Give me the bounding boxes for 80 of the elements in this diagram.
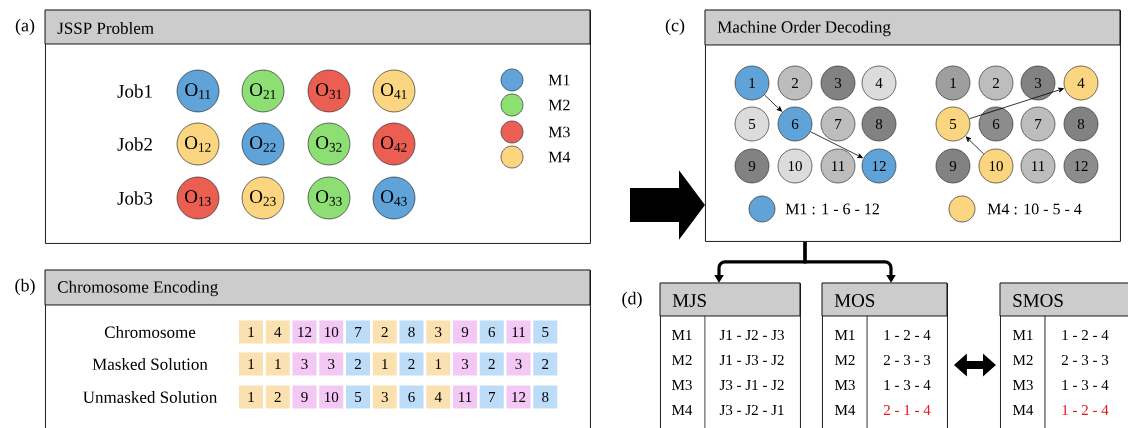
- gene-cell: 2: [372, 320, 397, 344]
- gene-cell: 5: [346, 385, 370, 409]
- table-entry: M2: [1013, 355, 1033, 365]
- gene-cell: 7: [346, 320, 370, 344]
- table-entry: M3: [672, 379, 692, 390]
- gene-cell: 7: [479, 385, 504, 409]
- arrow: [965, 136, 984, 155]
- gene-cell: 3: [453, 352, 477, 376]
- gene-cell: 6: [479, 320, 504, 344]
- gene-cell: 9: [292, 385, 317, 409]
- job-label: Job2: [117, 137, 152, 151]
- table-entry: M2: [835, 355, 855, 365]
- gene-cell: 4: [265, 320, 290, 344]
- table-entry: 1 - 2 - 4: [884, 330, 931, 340]
- table-entry: M2: [672, 355, 692, 365]
- gene-cell: 8: [533, 385, 558, 409]
- gene-cell: 12: [506, 385, 531, 409]
- panel-label: (c): [665, 18, 685, 36]
- table-entry: M3: [835, 379, 855, 390]
- table-entry: M4: [672, 405, 693, 415]
- gene-cell: 11: [453, 385, 477, 409]
- gene-cell: 5: [533, 320, 558, 344]
- gene-cell: 1: [239, 320, 263, 344]
- gene-cell: 2: [399, 352, 424, 376]
- gene-cell: 4: [426, 385, 451, 409]
- gene-cell: 3: [506, 352, 531, 376]
- gene-cell: 1: [265, 352, 290, 376]
- table-entry: 1 - 3 - 4: [884, 379, 931, 390]
- legend-label: M2: [548, 99, 570, 111]
- gene-cell: 1: [372, 352, 397, 376]
- gene-cell: 3: [319, 352, 344, 376]
- gene-cell: 2: [265, 385, 290, 409]
- table-entry: M3: [1013, 379, 1033, 390]
- legend-label: M1: [548, 74, 570, 86]
- legend-label: M4: [548, 151, 571, 163]
- gene-cell: 12: [292, 320, 317, 344]
- arrow: [969, 87, 1064, 120]
- table-entry: J3 - J2 - J1: [719, 404, 784, 415]
- gene-cell: 6: [399, 385, 424, 409]
- arrow: [810, 131, 863, 159]
- table-entry: J3 - J1 - J2: [719, 379, 784, 390]
- arrow: [764, 94, 783, 112]
- gene-cell: 2: [533, 352, 558, 376]
- legend-label: M1 : 1 - 6 - 12: [785, 203, 879, 215]
- row-label: Masked Solution: [92, 358, 208, 370]
- table-entry: 1 - 3 - 4: [1062, 379, 1109, 390]
- gene-cell: 1: [239, 352, 263, 376]
- table-entry: 2 - 1 - 4: [883, 405, 931, 415]
- gene-cell: 10: [319, 320, 344, 344]
- gene-cell: 3: [372, 385, 397, 409]
- job-label: Job1: [117, 84, 152, 98]
- table-entry: 2 - 3 - 3: [1061, 354, 1109, 365]
- table-entry: M4: [1013, 405, 1034, 415]
- table-entry: J1 - J2 - J3: [719, 329, 784, 341]
- gene-cell: 2: [346, 352, 370, 376]
- gene-cell: 1: [426, 352, 451, 376]
- legend-label: M4 : 10 - 5 - 4: [987, 203, 1082, 215]
- row-label: Unmasked Solution: [83, 391, 218, 403]
- table-entry: M1: [672, 330, 692, 340]
- legend-label: M3: [548, 126, 570, 138]
- gene-cell: 3: [426, 320, 451, 344]
- gene-cell: 9: [453, 320, 477, 344]
- gene-cell: 3: [292, 352, 317, 376]
- table-entry: M1: [835, 330, 855, 340]
- table-entry: 2 - 3 - 3: [883, 354, 931, 365]
- panel-label: (a): [15, 18, 35, 36]
- job-label: Job3: [117, 191, 153, 205]
- table-entry: 1 - 2 - 4: [1062, 405, 1109, 415]
- gene-cell: 11: [506, 320, 531, 344]
- panel-label: (b): [15, 278, 35, 296]
- table-entry: M1: [1013, 330, 1033, 340]
- row-label: Chromosome: [104, 326, 196, 338]
- table-entry: 1 - 2 - 4: [1062, 330, 1109, 340]
- gene-cell: 8: [399, 320, 424, 344]
- gene-cell: 10: [319, 385, 344, 409]
- gene-cell: 1: [239, 385, 263, 409]
- panel-label: (d): [622, 291, 642, 309]
- table-entry: M4: [835, 405, 856, 415]
- table-entry: J1 - J3 - J2: [719, 354, 784, 365]
- gene-cell: 2: [479, 352, 504, 376]
